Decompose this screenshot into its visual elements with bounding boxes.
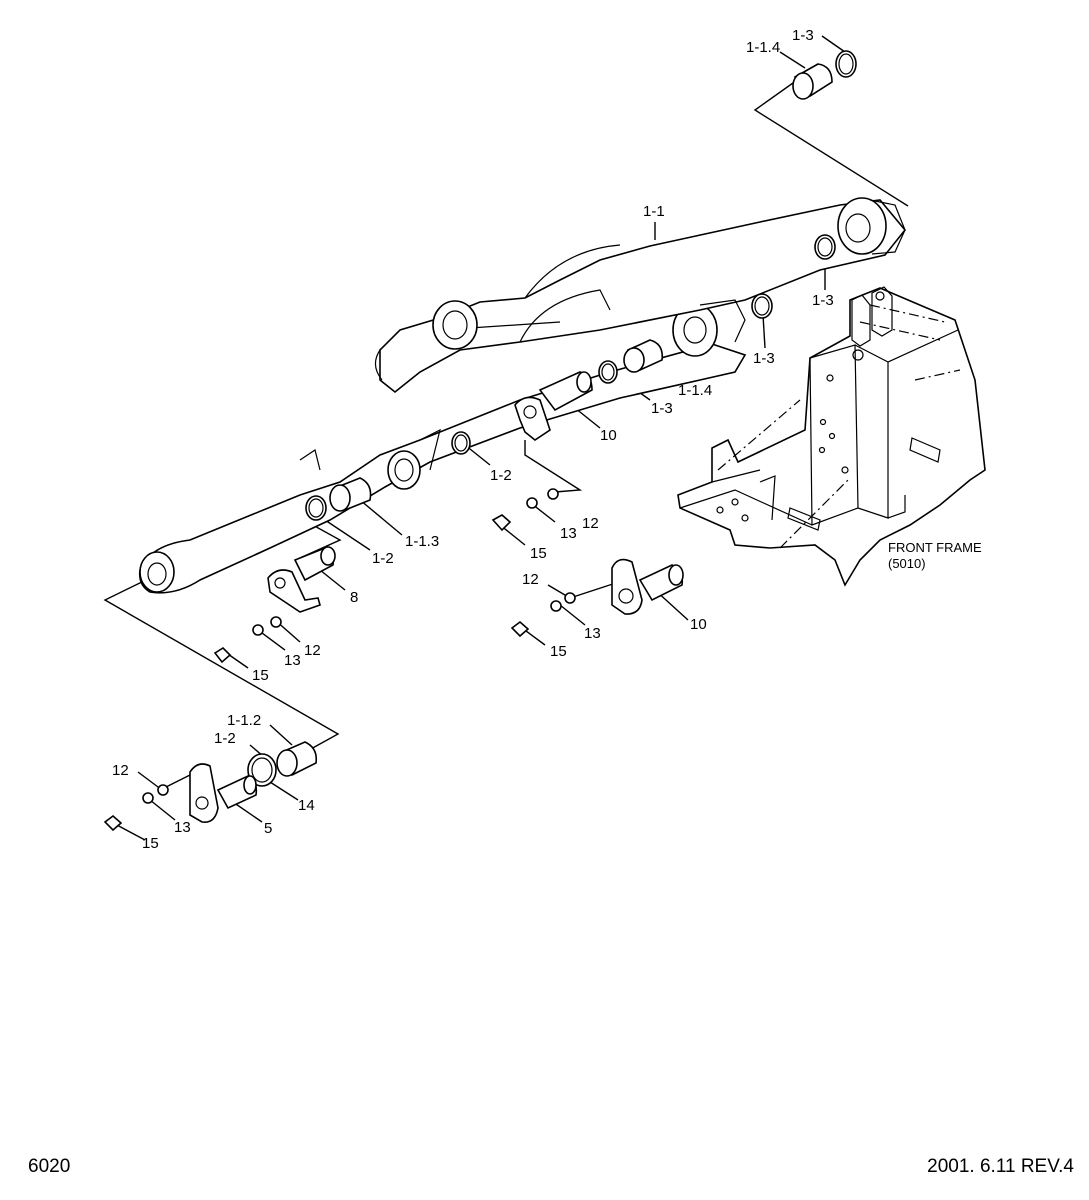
- label-15-upper: 15: [530, 545, 547, 562]
- label-1-3-top: 1-3: [792, 27, 814, 44]
- label-10-lower: 10: [690, 616, 707, 633]
- label-1-3-center: 1-3: [651, 400, 673, 417]
- front-frame: [677, 286, 986, 587]
- label-1-1-3: 1-1.3: [405, 533, 439, 550]
- label-12-bottom: 12: [112, 762, 129, 779]
- label-12-upper: 12: [582, 515, 599, 532]
- front-frame-number: (5010): [888, 556, 926, 571]
- footer: 6020 2001. 6.11 REV.4: [28, 1156, 1074, 1177]
- label-13-left: 13: [284, 652, 301, 669]
- label-15-bottom: 15: [142, 835, 159, 852]
- label-12-lower: 12: [522, 571, 539, 588]
- label-5: 5: [264, 820, 272, 837]
- label-1-1-2: 1-1.2: [227, 712, 261, 729]
- label-13-bottom: 13: [174, 819, 191, 836]
- small-parts: [103, 50, 857, 832]
- part-labels: 1-1.4 1-3 1-1 1-3 1-3 1-1.4 1-3 10 1-2 1…: [112, 27, 982, 852]
- label-1-2-left: 1-2: [372, 550, 394, 567]
- label-1-2-center: 1-2: [490, 467, 512, 484]
- label-10-upper: 10: [600, 427, 617, 444]
- label-1-3-mid: 1-3: [753, 350, 775, 367]
- label-1-2-bottom: 1-2: [214, 730, 236, 747]
- label-13-lower: 13: [584, 625, 601, 642]
- label-12-left: 12: [304, 642, 321, 659]
- label-1-1-4-mid: 1-1.4: [678, 382, 712, 399]
- page-number: 6020: [28, 1156, 70, 1177]
- label-8: 8: [350, 589, 358, 606]
- label-14: 14: [298, 797, 315, 814]
- upper-arm: [374, 197, 907, 394]
- label-1-3-right: 1-3: [812, 292, 834, 309]
- label-15-left: 15: [252, 667, 269, 684]
- label-13-upper: 13: [560, 525, 577, 542]
- lower-arm: [138, 303, 747, 594]
- label-1-1-4-top: 1-1.4: [746, 39, 780, 56]
- label-1-1: 1-1: [643, 203, 665, 220]
- revision-date: 2001. 6.11 REV.4: [927, 1156, 1074, 1177]
- label-15-lower: 15: [550, 643, 567, 660]
- front-frame-label: FRONT FRAME: [888, 540, 982, 555]
